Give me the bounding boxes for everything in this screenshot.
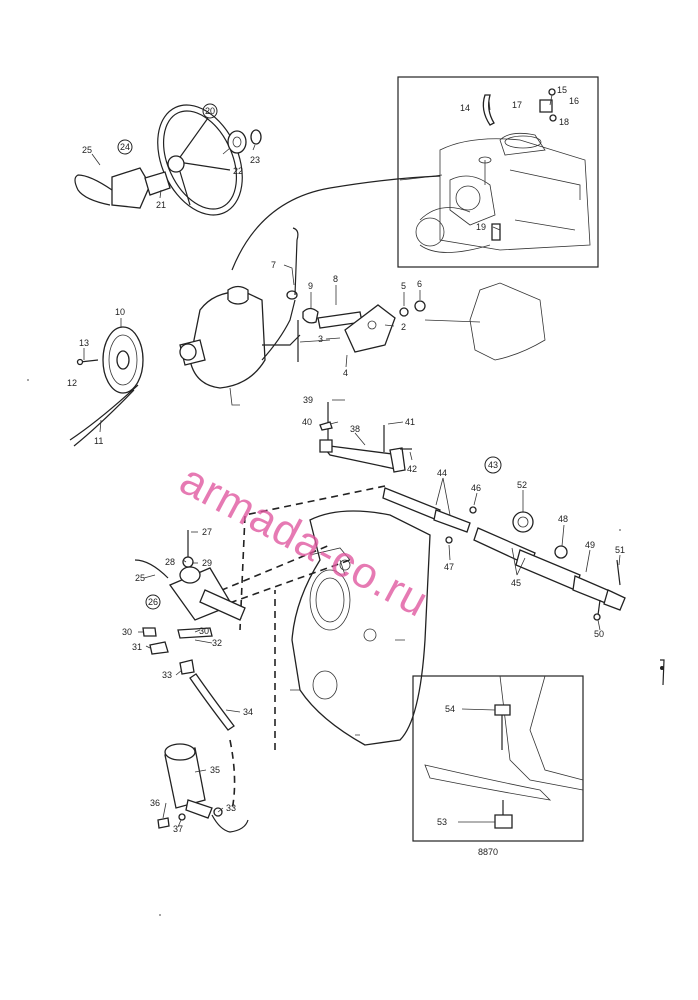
callout-35: 35 <box>210 765 220 775</box>
callout-2: 2 <box>401 322 406 332</box>
callout-50: 50 <box>594 629 604 639</box>
hose-dashed-1 <box>239 485 386 631</box>
callout-12: 12 <box>67 378 77 388</box>
callout-44: 44 <box>437 468 447 478</box>
callout-5: 5 <box>401 281 406 291</box>
callout-21: 21 <box>156 200 166 210</box>
drawing-reference-code: 8870 <box>478 847 498 857</box>
callout-17: 17 <box>512 100 522 110</box>
callout-8: 8 <box>333 274 338 284</box>
callout-29: 29 <box>202 558 212 568</box>
callout-22: 22 <box>233 166 243 176</box>
power-steering-pump <box>179 227 481 406</box>
callout-54: 54 <box>445 704 455 714</box>
callout-40: 40 <box>302 417 312 427</box>
callout-25-top: 25 <box>82 145 92 155</box>
callout-30-right: 30 <box>199 626 209 636</box>
callout-circle-43 <box>484 456 502 474</box>
steering-cylinder <box>134 530 246 675</box>
steering-wheel-assembly <box>74 104 262 216</box>
hose-dashed-5 <box>229 739 236 811</box>
callout-7: 7 <box>271 260 276 270</box>
callout-13: 13 <box>79 338 89 348</box>
callout-33-upper: 33 <box>162 670 172 680</box>
callout-30-left: 30 <box>122 627 132 637</box>
callout-leaders <box>83 94 621 828</box>
callout-18: 18 <box>559 117 569 127</box>
hose-to-inset <box>231 175 441 271</box>
callout-6: 6 <box>417 279 422 289</box>
callout-34: 34 <box>243 707 253 717</box>
callout-14: 14 <box>460 103 470 113</box>
callout-51: 51 <box>615 545 625 555</box>
callout-9: 9 <box>308 281 313 291</box>
callout-37: 37 <box>173 824 183 834</box>
callout-19: 19 <box>476 222 486 232</box>
callout-20: 20 <box>205 106 215 116</box>
pulley-and-belt <box>69 326 144 447</box>
callout-11: 11 <box>94 436 103 446</box>
callout-27: 27 <box>202 527 212 537</box>
callout-42: 42 <box>407 464 417 474</box>
callout-circle-20 <box>202 103 218 119</box>
callout-circle-24 <box>117 139 133 155</box>
callout-38: 38 <box>350 424 360 434</box>
callout-4: 4 <box>343 368 348 378</box>
callout-52: 52 <box>517 480 527 490</box>
transom-shield <box>290 510 431 746</box>
callout-16: 16 <box>569 96 579 106</box>
hose-dashed-2 <box>209 544 331 596</box>
inset-drive-leg <box>412 675 584 842</box>
callout-49: 49 <box>585 540 595 550</box>
callout-28: 28 <box>165 557 175 567</box>
callout-48: 48 <box>558 514 568 524</box>
callout-15: 15 <box>557 85 567 95</box>
tie-bar-linkage <box>319 402 626 621</box>
callout-47: 47 <box>444 562 454 572</box>
callout-36: 36 <box>150 798 160 808</box>
callout-3: 3 <box>318 334 323 344</box>
callout-41: 41 <box>405 417 415 427</box>
bracket-ghost <box>469 282 546 361</box>
callout-39: 39 <box>303 395 313 405</box>
callout-45: 45 <box>511 578 521 588</box>
callout-43: 43 <box>488 460 498 470</box>
callout-25-bottom: 25 <box>135 573 145 583</box>
callout-32: 32 <box>212 638 222 648</box>
inset-engine-view <box>397 76 599 268</box>
callout-46: 46 <box>471 483 481 493</box>
hose-34 <box>189 673 235 731</box>
callout-33-lower: 33 <box>226 803 236 813</box>
callout-53: 53 <box>437 817 447 827</box>
callout-24: 24 <box>120 142 130 152</box>
callout-31: 31 <box>132 642 142 652</box>
callout-10: 10 <box>115 307 125 317</box>
scan-specks <box>27 379 665 916</box>
callout-26: 26 <box>148 597 158 607</box>
callout-circle-26 <box>145 594 161 610</box>
callout-23: 23 <box>250 155 260 165</box>
